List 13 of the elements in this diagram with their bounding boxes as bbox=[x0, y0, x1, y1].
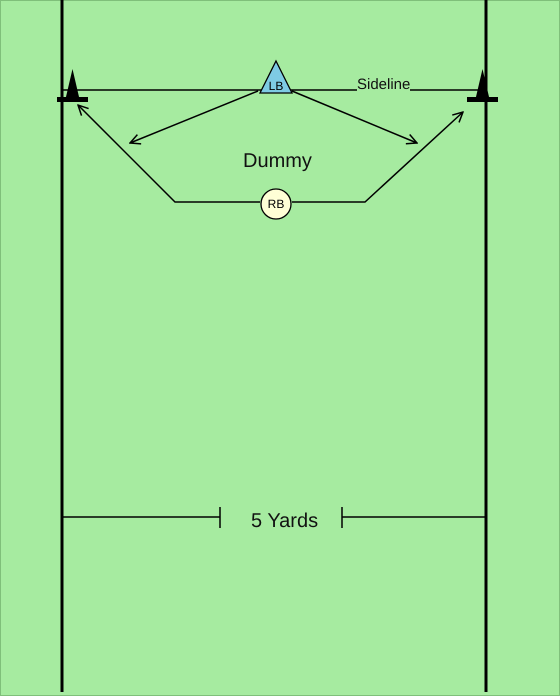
player-label: RB bbox=[266, 198, 286, 210]
arrow bbox=[292, 111, 464, 203]
cone-icon bbox=[467, 68, 498, 103]
dimension-label: 5 Yards bbox=[251, 511, 318, 531]
arrow bbox=[292, 90, 418, 145]
cone-icon bbox=[57, 68, 88, 103]
arrow bbox=[129, 90, 258, 145]
area-label: Dummy bbox=[243, 151, 312, 171]
player-label: LB bbox=[268, 80, 284, 92]
player-circle bbox=[260, 188, 292, 220]
sideline-label: Sideline bbox=[357, 77, 410, 92]
arrow bbox=[77, 104, 260, 203]
player-triangle bbox=[258, 60, 294, 95]
